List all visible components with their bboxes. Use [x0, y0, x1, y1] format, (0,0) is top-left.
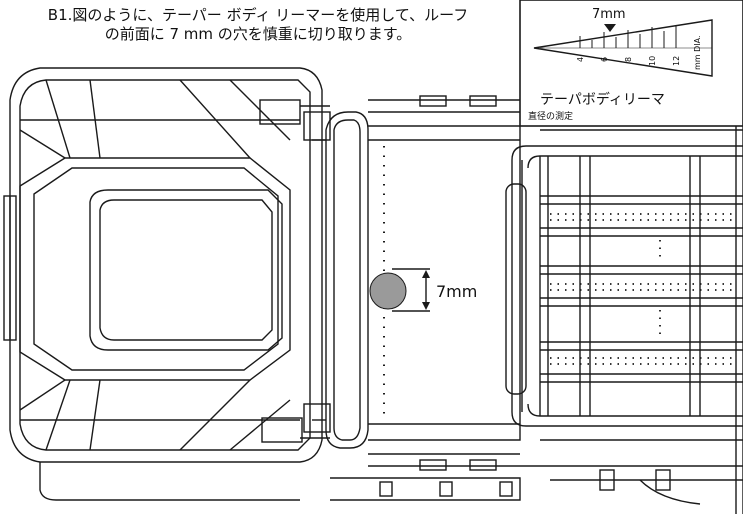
- scale-units: mm DIA.: [693, 35, 702, 70]
- inset-marker-arrow-icon: [604, 24, 616, 32]
- hole-circle: [369, 272, 407, 310]
- scale-tick-12: 12: [672, 56, 681, 66]
- scale-tick-4: 4: [576, 57, 585, 62]
- roof-panel: [368, 95, 521, 471]
- hole-marker: 7mm: [369, 268, 477, 312]
- hinge-brackets: [259, 99, 331, 443]
- reamer-tool-name: テーパボディリーマ: [540, 91, 665, 108]
- reamer-caption: 直径の測定: [528, 110, 573, 122]
- scale-tick-8: 8: [624, 57, 633, 62]
- rear-cage: [505, 60, 743, 514]
- cage-dots: [550, 213, 736, 365]
- front-roof-hoop: [312, 111, 369, 449]
- bottom-details: [39, 462, 743, 505]
- instruction-line-1: B1.図のように、テーパー ボディ リーマーを使用して、ルーフ: [47, 6, 469, 24]
- hole-dimension-label: 7mm: [436, 282, 477, 301]
- instruction-text: B1.図のように、テーパー ボディ リーマーを使用して、ルーフ の前面に 7 m…: [8, 6, 508, 44]
- scale-tick-10: 10: [648, 56, 657, 66]
- instruction-line-2: の前面に 7 mm の穴を慎重に切り取ります。: [104, 25, 412, 43]
- inset-top-label: 7mm: [592, 7, 626, 22]
- cab-hood: [3, 67, 323, 463]
- scale-tick-6: 6: [600, 57, 609, 62]
- reamer-inset: 7mm 4 6 8 10 12 mm DIA. テーパボディリーマ 直径の測定: [519, 0, 743, 127]
